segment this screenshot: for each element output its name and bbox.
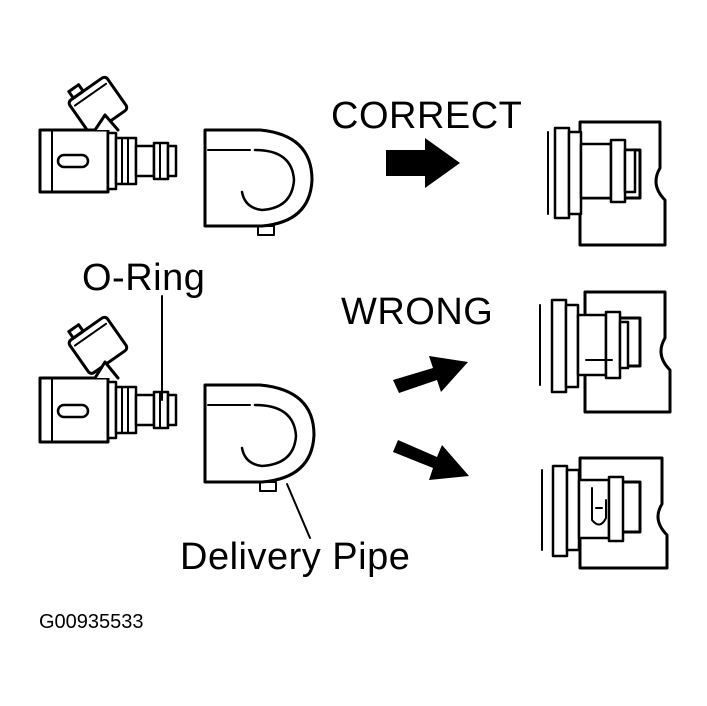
delivery-pipe-label: Delivery Pipe <box>180 536 411 578</box>
injector-bottom <box>38 315 178 444</box>
correct-label: CORRECT <box>331 95 523 137</box>
wrong-arrow-upper <box>393 356 468 393</box>
result-wrong-1 <box>539 290 672 414</box>
result-correct <box>547 120 667 247</box>
delivery-pipe-top <box>203 128 314 236</box>
delivery-pipe-leader <box>286 483 311 539</box>
correct-arrow <box>386 138 460 188</box>
delivery-pipe-bottom <box>203 383 316 492</box>
injector-top <box>38 75 178 194</box>
figure-code: G00935533 <box>39 611 144 633</box>
o-ring-label: O-Ring <box>82 257 206 299</box>
wrong-arrow-lower <box>393 440 469 480</box>
wrong-label: WRONG <box>341 291 494 333</box>
result-wrong-2 <box>541 456 669 570</box>
